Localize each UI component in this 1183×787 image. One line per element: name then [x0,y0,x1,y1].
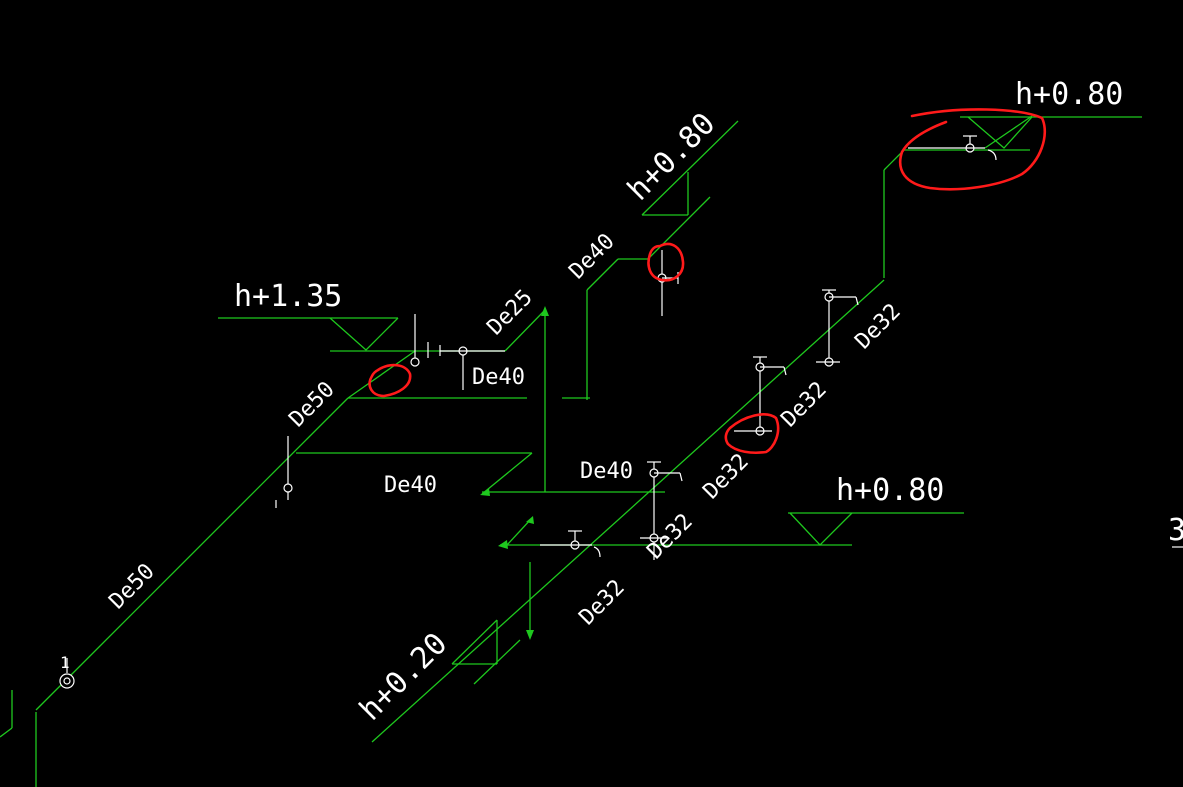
fixture-hook-829 [855,296,859,306]
pipe-de40-diag [586,258,619,291]
label-level-top-right: h+0.80 [1015,77,1123,112]
label-edge-glyph: 3 [1168,513,1183,548]
highlight-circle-top-right [899,108,1047,191]
arrow-545-up [526,516,534,524]
label-pipe-de32-e: De32 [575,575,630,630]
label-pipe-main-lower: De50 [105,559,160,614]
highlight-circle-de40 [647,242,685,282]
fixture-hook-575 [593,546,601,558]
pipe-bottom-diagonal [371,279,885,743]
label-pipe-de40-a: De40 [472,365,525,390]
pipe-h-545-diag [506,517,533,546]
label-pipe-de40-b: De40 [384,473,437,498]
fixtures [59,135,997,689]
label-level-left: h+1.35 [234,279,342,314]
label-pipe-main-upper: De50 [285,377,340,432]
level-markers [218,116,1142,665]
label-level-upper-middle: h+0.80 [621,106,722,207]
label-pipe-de40-d: De40 [565,229,620,284]
pipe-edge-left-diag [0,727,13,738]
label-riser-tag: 1 [60,653,70,672]
pipe-main-diagonal [35,397,349,711]
pipe-diag-upper-mid [641,120,739,216]
pipe-network [0,115,1033,787]
fixture-hook-760 [783,366,787,376]
fixture-de50-node [283,483,293,493]
level-diag-h020 [451,619,498,665]
pipe-h-453-diag [481,452,533,495]
level-triangle-h135 [329,317,399,351]
level-triangle-mid-right [789,512,853,546]
pipe-upper-diagonal [347,350,416,399]
label-pipe-de32-b: De32 [777,377,832,432]
label-level-mid-right: h+0.80 [836,473,944,508]
label-pipe-de25: De25 [483,285,538,340]
pipe-h-259-diag [647,196,711,260]
pipe-diag-top-right [984,115,1033,149]
riser-circle-inner [63,677,71,685]
pipe-de25-diagonal [504,309,546,352]
label-level-bottom: h+0.20 [353,626,454,727]
arrow-down-530 [526,630,534,640]
arrow-545 [498,540,508,549]
highlight-circle-h135 [368,363,412,398]
fixture-hook-654 [679,472,683,482]
label-pipe-de32-c: De32 [699,449,754,504]
label-pipe-de40-c: De40 [580,459,633,484]
highlight-circle-de32 [724,413,780,455]
labels: h+0.80 h+1.35 h+0.80 h+0.80 h+0.20 De50 … [60,77,1183,728]
arrow-up-545 [541,306,549,316]
fixture-node-415 [410,357,420,367]
highlight-marks [368,108,1047,455]
label-pipe-de32-a: De32 [851,299,906,354]
level-triangle-top-right [967,116,1033,149]
fixture-hook-970 [987,149,997,161]
